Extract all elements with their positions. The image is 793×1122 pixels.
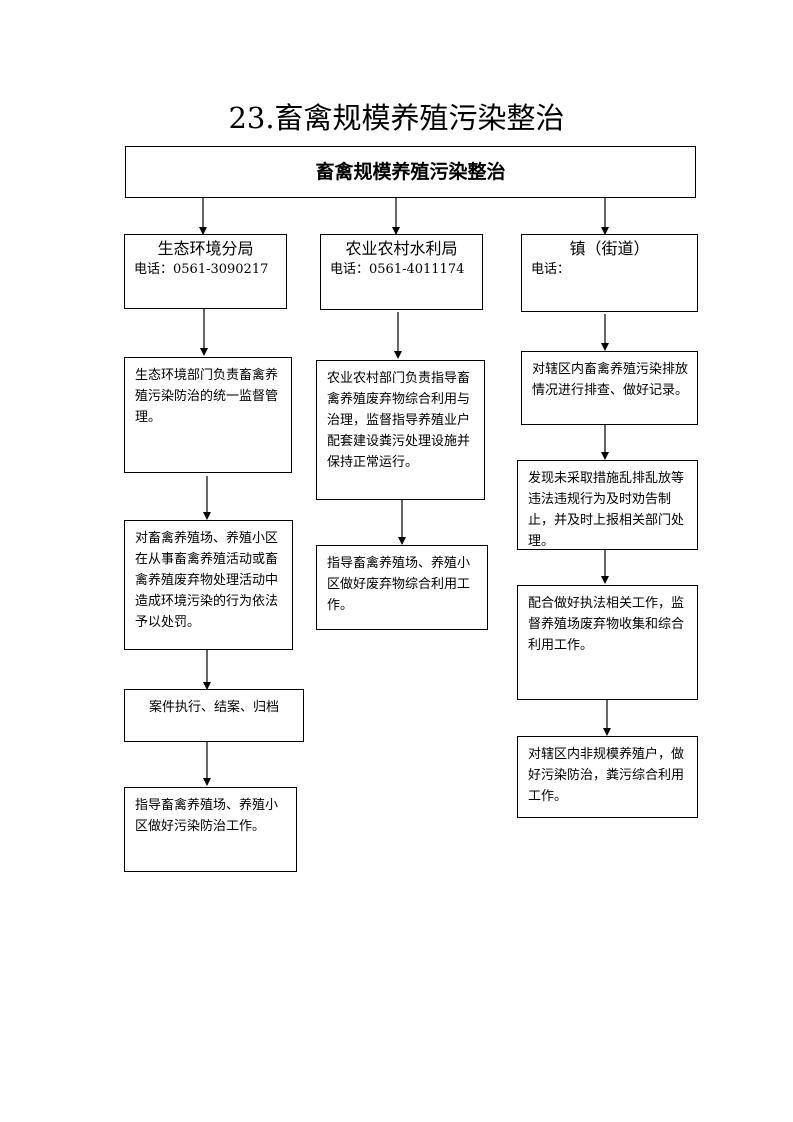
step-box: 发现未采取措施乱排乱放等违法违规行为及时劝告制止，并及时上报相关部门处理。	[517, 460, 698, 550]
dept-phone: 电话：0561-4011174	[330, 262, 465, 277]
step-box: 配合做好执法相关工作，监督养殖场废弃物收集和综合利用工作。	[517, 585, 698, 700]
page-title: 23.畜禽规模养殖污染整治	[228, 101, 565, 135]
top-process-box: 畜禽规模养殖污染整治	[125, 146, 696, 198]
step-box: 对辖区内非规模养殖户，做好污染防治，粪污综合利用工作。	[517, 736, 698, 818]
dept-box-ecology: 生态环境分局 电话：0561-3090217	[124, 234, 287, 309]
dept-phone: 电话：	[531, 262, 571, 277]
step-box: 生态环境部门负责畜禽养殖污染防治的统一监督管理。	[124, 357, 292, 473]
step-box: 案件执行、结案、归档	[124, 689, 304, 742]
step-box: 对辖区内畜禽养殖污染排放情况进行排查、做好记录。	[521, 351, 698, 425]
dept-name: 农业农村水利局	[345, 239, 458, 258]
step-box: 对畜禽养殖场、养殖小区在从事畜禽养殖活动或畜禽养殖废弃物处理活动中造成环境污染的…	[124, 520, 293, 650]
step-box: 指导畜禽养殖场、养殖小区做好废弃物综合利用工作。	[316, 545, 488, 630]
step-box: 指导畜禽养殖场、养殖小区做好污染防治工作。	[124, 787, 297, 872]
dept-box-town: 镇（街道） 电话：	[521, 234, 698, 312]
step-box: 农业农村部门负责指导畜禽养殖废弃物综合利用与治理，监督指导养殖业户配套建设粪污处…	[316, 360, 485, 500]
dept-name: 镇（街道）	[569, 239, 650, 258]
dept-phone: 电话：0561-3090217	[134, 262, 269, 277]
dept-box-agriculture: 农业农村水利局 电话：0561-4011174	[320, 234, 483, 310]
dept-name: 生态环境分局	[157, 239, 254, 258]
